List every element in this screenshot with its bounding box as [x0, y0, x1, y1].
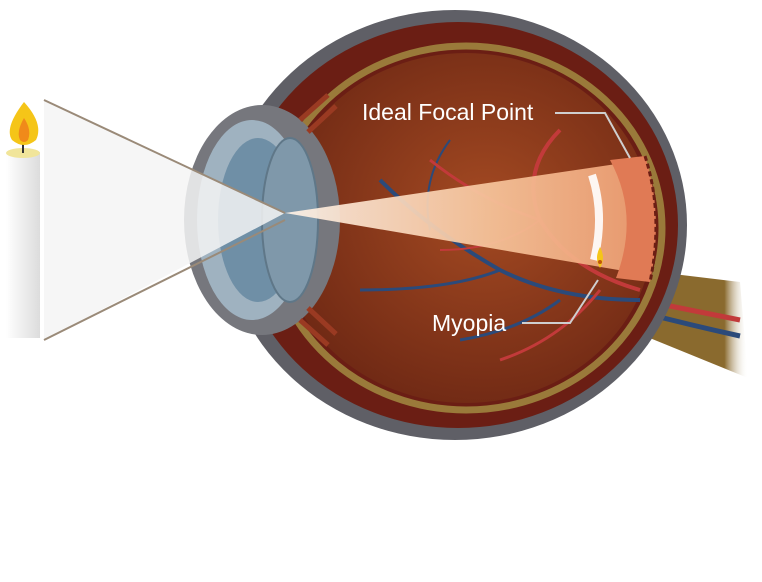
- retina-focus-zone: [588, 155, 658, 283]
- candle: [6, 102, 40, 338]
- ciliary-body: [298, 93, 338, 347]
- incoming-light-rays: [43, 99, 286, 341]
- myopia-focus-image: [597, 247, 603, 268]
- myopia-label: Myopia: [432, 310, 506, 336]
- light-beam: [285, 162, 630, 272]
- ideal-focal-point-label: Ideal Focal Point: [362, 99, 534, 125]
- leader-lines: [522, 112, 631, 324]
